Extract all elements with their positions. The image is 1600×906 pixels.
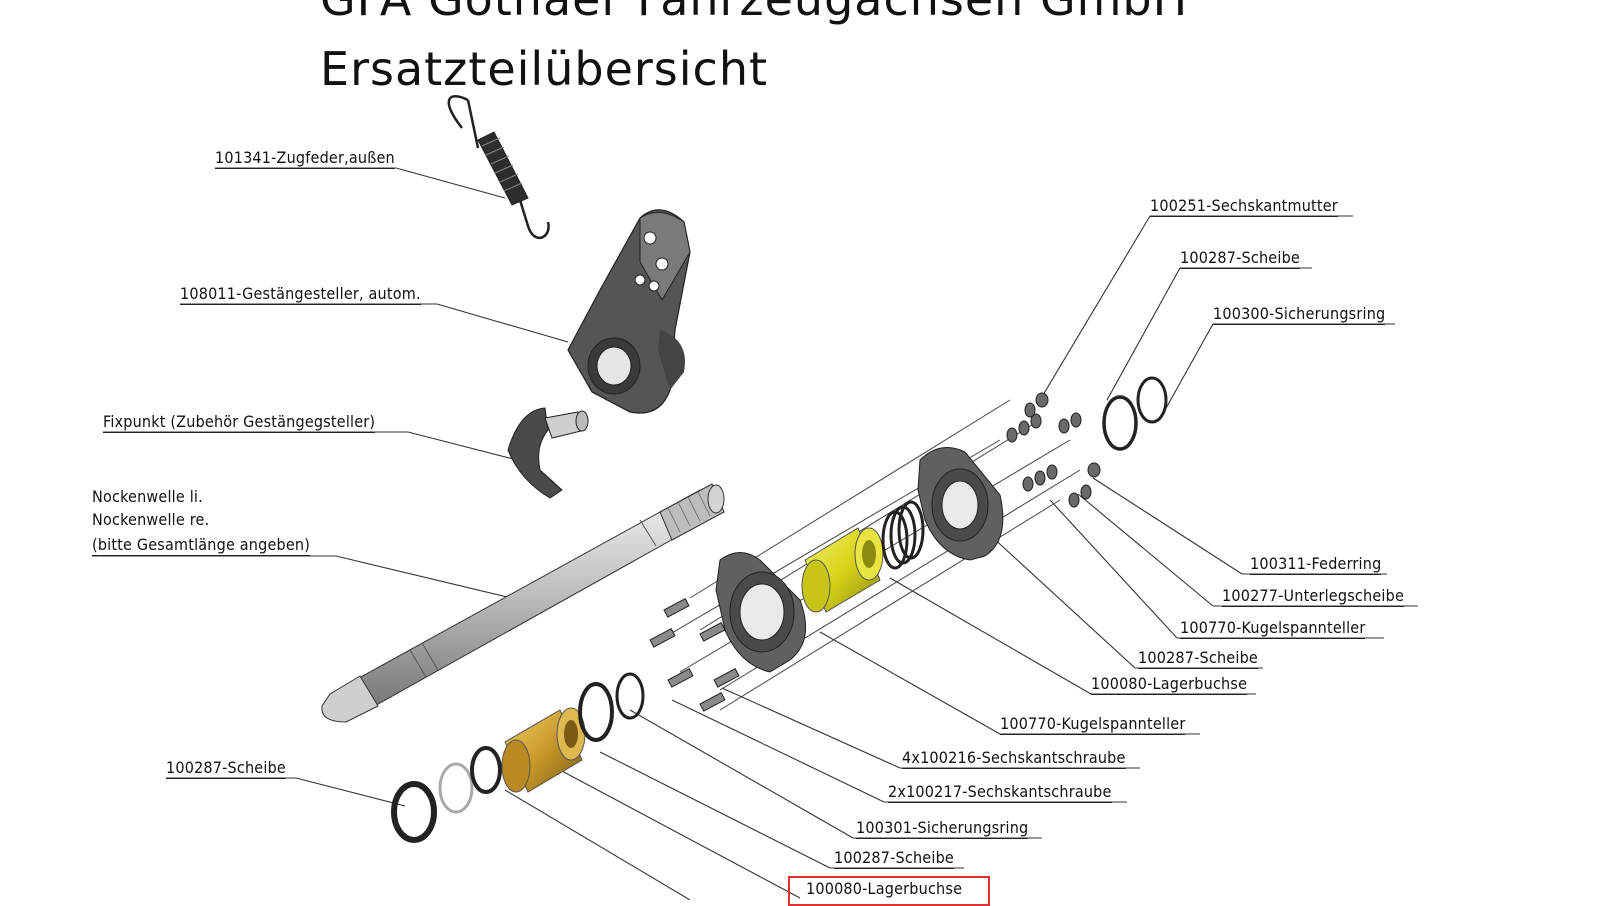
label-nockenwelle-re: Nockenwelle re. [92, 510, 210, 529]
label-lagerbuchse-right: 100080-Lagerbuchse [1091, 674, 1248, 695]
label-kugelspannteller-2: 100770-Kugelspannteller [1000, 714, 1186, 735]
label-sechskantmutter: 100251-Sechskantmutter [1150, 196, 1338, 217]
label-sechskantschraube-2x: 2x100217-Sechskantschraube [888, 782, 1112, 803]
label-scheibe-top: 100287-Scheibe [1180, 248, 1300, 269]
slack-adjuster [567, 209, 691, 414]
label-sechskantschraube-4x: 4x100216-Sechskantschraube [902, 748, 1126, 769]
leader-lines [92, 167, 1418, 900]
washer-ring-large [1102, 395, 1138, 451]
label-sicherungsring-bottom: 100301-Sicherungsring [856, 818, 1029, 839]
label-scheibe-right: 100287-Scheibe [1138, 648, 1258, 669]
label-nockenwelle-li: Nockenwelle li. [92, 487, 203, 506]
circlip-ring [1136, 376, 1168, 424]
company-title: GFA Gothaer Fahrzeugachsen GmbH [320, 0, 1188, 26]
left-flange [715, 552, 807, 673]
lower-parts [391, 672, 645, 843]
label-lagerbuchse-bottom: 100080-Lagerbuchse [806, 879, 963, 898]
bolts [649, 598, 740, 712]
label-kugelspannteller-1: 100770-Kugelspannteller [1180, 618, 1366, 639]
tension-spring [447, 95, 550, 239]
camshaft [321, 483, 725, 723]
label-gestaengesteller: 108011-Gestängesteller, autom. [180, 284, 421, 305]
label-fixpunkt: Fixpunkt (Zubehör Gestängegsteller) [103, 412, 376, 433]
bushing-yellow [801, 527, 884, 613]
label-scheibe-bottom: 100287-Scheibe [834, 848, 954, 869]
page-title: Ersatzteilübersicht [320, 42, 769, 96]
label-zugfeder: 101341-Zugfeder,außen [215, 148, 395, 169]
right-flange [917, 447, 1004, 561]
spring-stack [881, 500, 925, 570]
label-federring: 100311-Federring [1250, 554, 1382, 575]
anchor-bracket [507, 407, 589, 499]
label-unterlegscheibe: 100277-Unterlegscheibe [1222, 586, 1405, 607]
label-nockenwelle-note: (bitte Gesamtlänge angeben) [92, 535, 311, 556]
fasteners-right [1006, 392, 1101, 508]
label-scheibe-left: 100287-Scheibe [166, 758, 286, 779]
label-sicherungsring-top: 100300-Sicherungsring [1213, 304, 1386, 325]
